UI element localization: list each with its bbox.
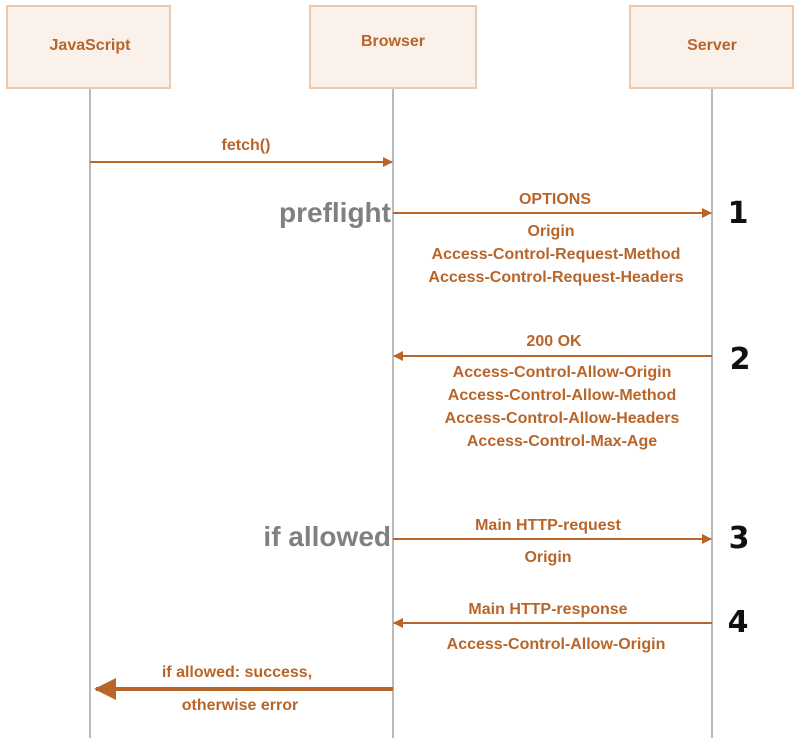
message-200-ok-detail: Access-Control-Max-Age	[467, 433, 657, 450]
message-main-request: Main HTTP-request Origin	[393, 517, 712, 566]
message-options: OPTIONS Origin Access-Control-Request-Me…	[393, 191, 712, 286]
message-200-ok-detail: Access-Control-Allow-Method	[448, 387, 676, 404]
actor-javascript: JavaScript	[6, 5, 171, 89]
message-main-response: Main HTTP-response Access-Control-Allow-…	[393, 601, 712, 653]
message-main-response-detail: Access-Control-Allow-Origin	[447, 636, 666, 653]
actor-server: Server	[629, 5, 794, 89]
actor-javascript-label: JavaScript	[50, 37, 132, 54]
step-number-3: 3	[729, 521, 750, 556]
message-fetch: fetch()	[90, 137, 393, 167]
actor-server-label: Server	[687, 37, 737, 54]
message-200-ok-detail: Access-Control-Allow-Headers	[445, 410, 680, 427]
actor-browser: Browser	[309, 5, 477, 89]
preflight-label: preflight	[279, 197, 391, 228]
message-options-detail: Origin	[527, 223, 574, 240]
actor-browser-label: Browser	[361, 33, 425, 50]
message-result-detail: otherwise error	[182, 697, 298, 714]
message-200-ok-label: 200 OK	[526, 333, 582, 350]
message-options-label: OPTIONS	[519, 191, 591, 208]
message-200-ok: 200 OK Access-Control-Allow-Origin Acces…	[393, 333, 712, 450]
message-options-detail: Access-Control-Request-Headers	[428, 269, 683, 286]
message-options-detail: Access-Control-Request-Method	[432, 246, 681, 263]
message-main-request-detail: Origin	[524, 549, 571, 566]
message-main-request-label: Main HTTP-request	[475, 517, 621, 534]
message-fetch-label: fetch()	[222, 137, 271, 154]
message-result: if allowed: success, otherwise error	[94, 664, 393, 714]
message-200-ok-detail: Access-Control-Allow-Origin	[453, 364, 672, 381]
step-number-2: 2	[730, 342, 751, 377]
message-main-response-label: Main HTTP-response	[468, 601, 627, 618]
message-result-label: if allowed: success,	[162, 664, 312, 681]
step-number-4: 4	[728, 605, 749, 640]
if-allowed-label: if allowed	[263, 521, 391, 552]
step-number-1: 1	[728, 196, 749, 231]
